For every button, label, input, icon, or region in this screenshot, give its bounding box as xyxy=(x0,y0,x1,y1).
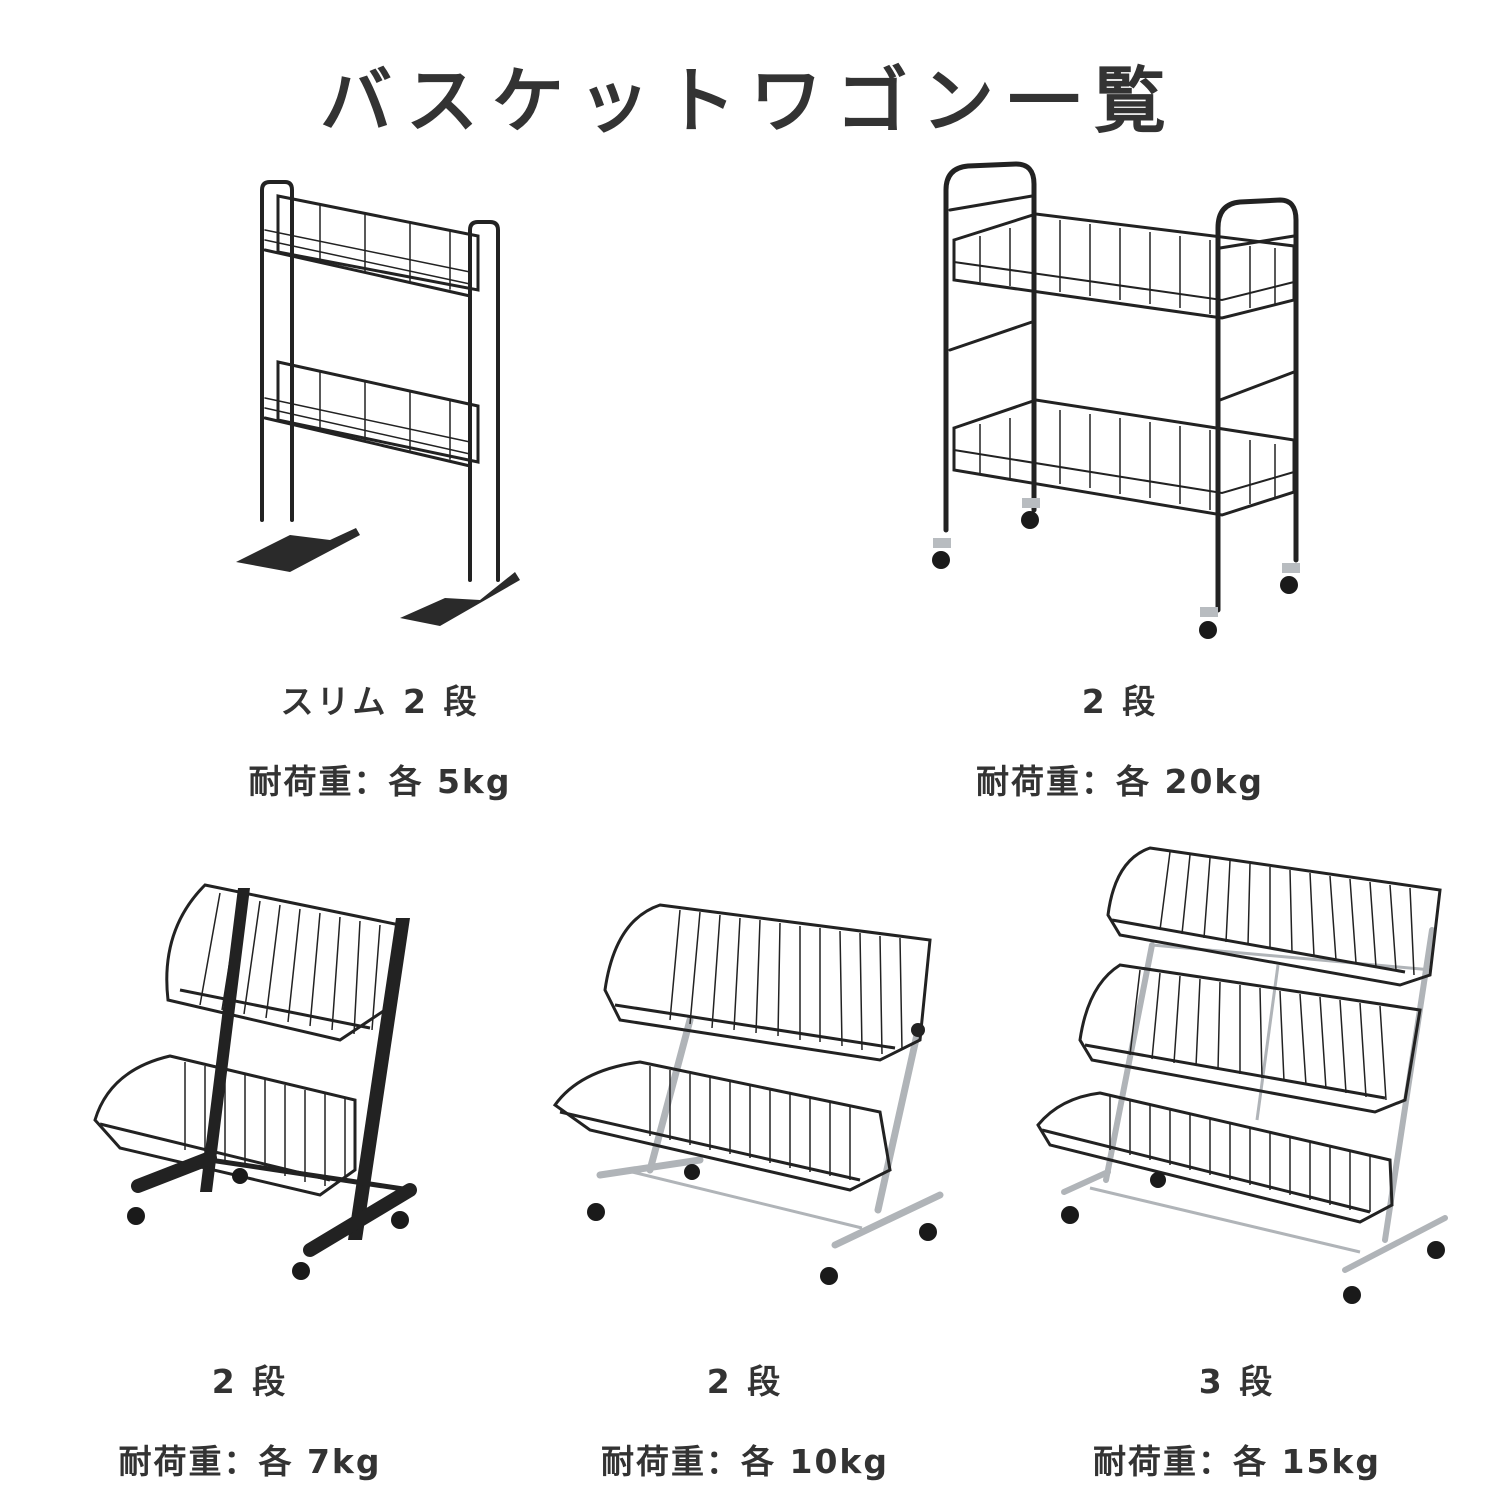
product-name: 3 段 xyxy=(1198,1362,1276,1401)
product-load-capacity: 耐荷重：各 10kg xyxy=(601,1442,889,1481)
product-label-2tier-cart: 2 段 耐荷重：各 20kg xyxy=(920,675,1320,803)
product-label-3tier-chrome-display: 3 段 耐荷重：各 15kg xyxy=(1037,1355,1437,1483)
product-name: 2 段 xyxy=(706,1362,784,1401)
product-load-capacity: 耐荷重：各 20kg xyxy=(976,762,1264,801)
page-title: バスケットワゴン一覧 xyxy=(319,59,1180,143)
product-load-capacity: 耐荷重：各 15kg xyxy=(1093,1442,1381,1481)
product-label-2tier-black-display: 2 段 耐荷重：各 7kg xyxy=(50,1355,450,1483)
product-load-capacity: 耐荷重：各 7kg xyxy=(118,1442,382,1481)
product-label-2tier-chrome-display: 2 段 耐荷重：各 10kg xyxy=(545,1355,945,1483)
product-load-capacity: 耐荷重：各 5kg xyxy=(248,762,512,801)
product-name: スリム 2 段 xyxy=(280,682,480,721)
product-name: 2 段 xyxy=(211,1362,289,1401)
product-name: 2 段 xyxy=(1081,682,1159,721)
product-label-slim-2tier: スリム 2 段 耐荷重：各 5kg xyxy=(180,675,580,803)
